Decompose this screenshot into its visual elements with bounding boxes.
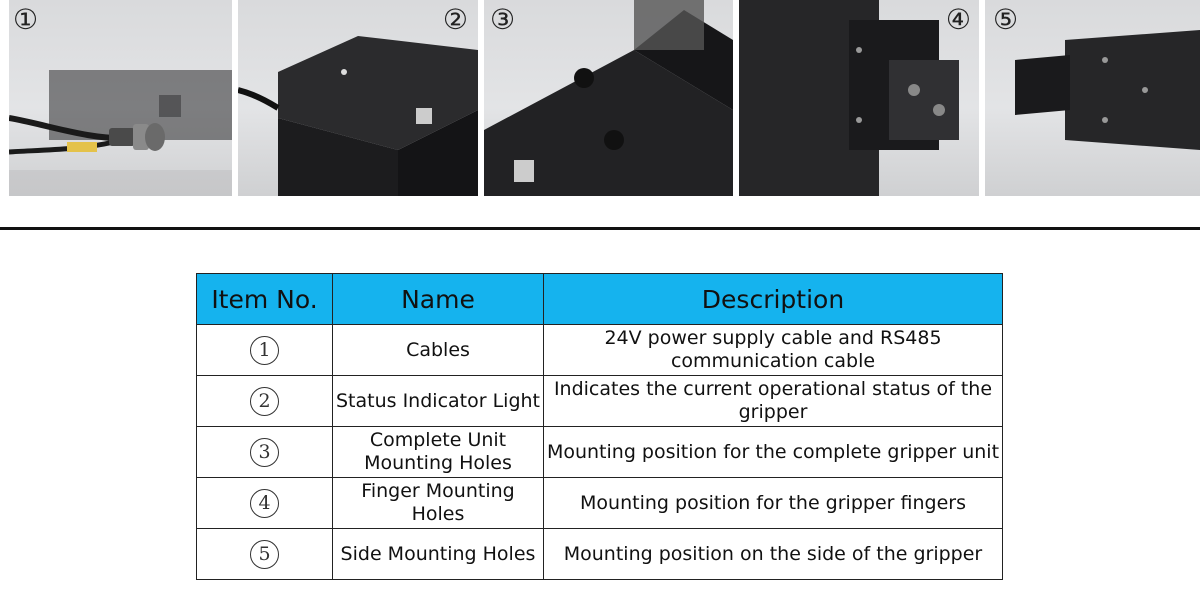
- side-mounting-photo-icon: [1015, 30, 1200, 150]
- item-number-cell: 2: [196, 375, 333, 427]
- item-number: 4: [250, 488, 279, 518]
- photo-strip: ① ② ③: [0, 0, 1200, 196]
- table-row: 4 Finger Mounting Holes Mounting positio…: [196, 477, 1003, 529]
- photo-number: ②: [442, 3, 468, 36]
- photo-number: ③: [490, 3, 516, 36]
- item-name: Finger Mounting Holes: [332, 477, 544, 529]
- photo-number: ④: [945, 3, 971, 36]
- item-name: Status Indicator Light: [332, 375, 544, 427]
- item-number-cell: 3: [196, 426, 333, 478]
- item-number: 1: [250, 335, 279, 365]
- item-name: Side Mounting Holes: [332, 528, 544, 580]
- table-row: 1 Cables 24V power supply cable and RS48…: [196, 324, 1003, 376]
- table-row: 2 Status Indicator Light Indicates the c…: [196, 375, 1003, 427]
- spec-table: Item No. Name Description 1 Cables 24V p…: [196, 273, 1003, 580]
- table-header-row: Item No. Name Description: [196, 273, 1003, 325]
- item-description: Mounting position for the gripper finger…: [543, 477, 1003, 529]
- item-number-cell: 1: [196, 324, 333, 376]
- photo-indicator-light: ②: [238, 0, 478, 196]
- photo-number: ①: [13, 3, 39, 36]
- finger-mounting-photo-icon: [739, 0, 959, 196]
- photo-cables: ①: [9, 0, 232, 196]
- item-number-cell: 4: [196, 477, 333, 529]
- item-description: Indicates the current operational status…: [543, 375, 1003, 427]
- header-description: Description: [543, 273, 1003, 325]
- photo-unit-mounting: ③: [484, 0, 733, 196]
- header-name: Name: [332, 273, 544, 325]
- unit-mounting-photo-icon: [484, 0, 733, 196]
- header-item-no: Item No.: [196, 273, 333, 325]
- item-number-cell: 5: [196, 528, 333, 580]
- table-row: 3 Complete Unit Mounting Holes Mounting …: [196, 426, 1003, 478]
- item-name: Complete Unit Mounting Holes: [332, 426, 544, 478]
- item-number: 5: [250, 539, 279, 569]
- photo-number: ⑤: [993, 3, 1019, 36]
- item-number: 3: [250, 437, 279, 467]
- photo-side-mounting: ⑤: [985, 0, 1200, 196]
- item-description: Mounting position for the complete gripp…: [543, 426, 1003, 478]
- section-divider: [0, 227, 1200, 230]
- item-description: 24V power supply cable and RS485 communi…: [543, 324, 1003, 376]
- item-description: Mounting position on the side of the gri…: [543, 528, 1003, 580]
- item-name: Cables: [332, 324, 544, 376]
- cable-connector-photo-icon: [9, 70, 232, 196]
- item-number: 2: [250, 386, 279, 416]
- table-row: 5 Side Mounting Holes Mounting position …: [196, 528, 1003, 580]
- photo-finger-mounting: ④: [739, 0, 979, 196]
- indicator-light-photo-icon: [238, 36, 478, 196]
